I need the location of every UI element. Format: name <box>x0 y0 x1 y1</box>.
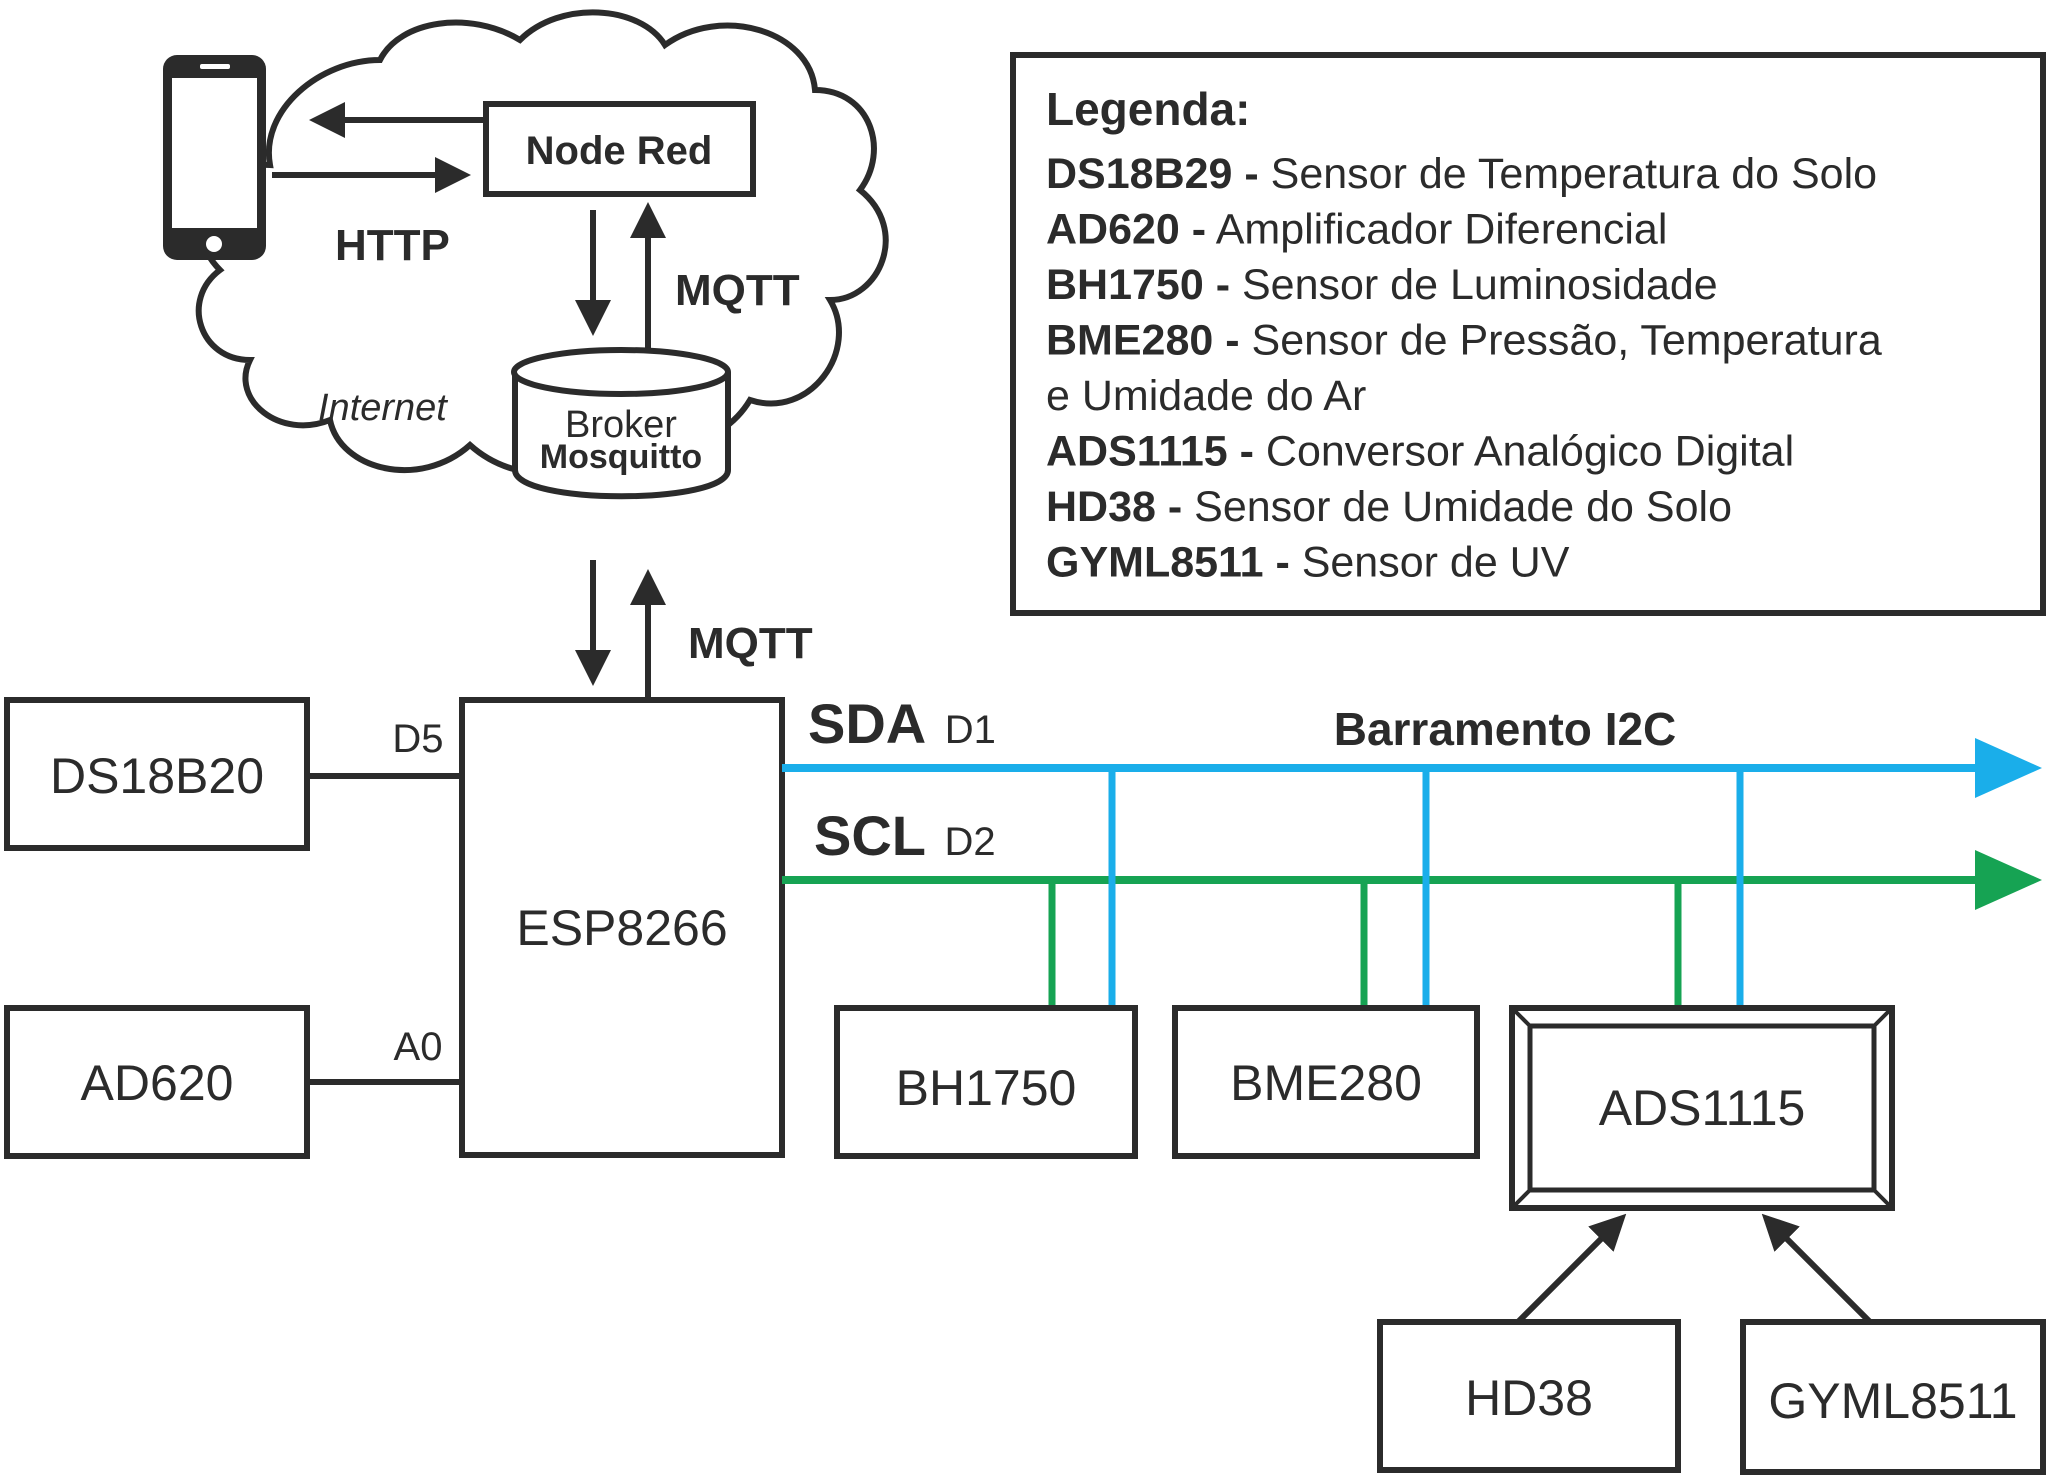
legend-item: AD620 - Amplificador Diferencial <box>1046 206 1667 254</box>
ds18b20-box <box>4 697 310 851</box>
node-red-box <box>483 101 756 197</box>
legend-item: ADS1115 - Conversor Analógico Digital <box>1046 428 1794 476</box>
legend-item-key: DS18B29 - <box>1046 150 1259 198</box>
scl-label: SCL D2 <box>814 804 996 867</box>
sda-pin: D1 <box>945 708 996 752</box>
database-icon <box>511 347 731 500</box>
legend-item: GYML8511 - Sensor de UV <box>1046 539 1570 587</box>
broker-label: Broker <box>565 404 677 446</box>
legend-item-desc: Sensor de UV <box>1290 539 1570 587</box>
smartphone-icon <box>163 55 266 260</box>
legend-item-desc: e Umidade do Ar <box>1046 372 1366 420</box>
legend-items: DS18B29 - Sensor de Temperatura do SoloA… <box>1046 150 1882 587</box>
legend-item-key: HD38 - <box>1046 483 1182 531</box>
legend-item-key: ADS1115 - <box>1046 428 1254 476</box>
pin-a0-label: A0 <box>394 1025 443 1069</box>
legend-item-key: BH1750 - <box>1046 261 1230 309</box>
bme280-label: BME280 <box>1230 1055 1422 1111</box>
gyml8511-label: GYML8511 <box>1768 1373 2017 1429</box>
bus-drops <box>1048 768 1744 1008</box>
pin-d5-label: D5 <box>392 717 443 761</box>
hd38-arrow <box>1515 1213 1627 1325</box>
ds18b20-label: DS18B20 <box>50 748 264 804</box>
legend-item-desc: Sensor de Pressão, Temperatura <box>1240 317 1882 365</box>
legend-title: Legenda: <box>1046 83 1250 135</box>
bus-title: Barramento I2C <box>1334 703 1677 755</box>
ads1115-label: ADS1115 <box>1599 1080 1806 1136</box>
internet-label: Internet <box>318 387 448 429</box>
sda-label: SDA D1 <box>808 692 996 755</box>
http-label: HTTP <box>335 221 450 270</box>
node-red-label: Node Red <box>526 129 713 173</box>
legend-item-desc: Sensor de Temperatura do Solo <box>1259 150 1877 198</box>
mqtt-bottom-label: MQTT <box>688 619 813 668</box>
bh1750-label: BH1750 <box>896 1060 1077 1116</box>
sda-name: SDA <box>808 692 926 755</box>
bme280-box <box>1172 1005 1480 1159</box>
scl-pin: D2 <box>944 820 995 864</box>
mosquitto-label: Mosquitto <box>540 438 702 476</box>
mqtt-top-label: MQTT <box>675 266 800 315</box>
legend-item-key: BME280 - <box>1046 317 1240 365</box>
hd38-box <box>1377 1319 1681 1473</box>
legend-item-desc: Conversor Analógico Digital <box>1254 428 1794 476</box>
scl-name: SCL <box>814 804 926 867</box>
legend-item-desc: Sensor de Luminosidade <box>1230 261 1718 309</box>
gyml8511-box <box>1740 1319 2046 1475</box>
esp8266-box <box>459 697 785 1158</box>
gyml8511-arrow <box>1761 1213 1873 1325</box>
bh1750-box <box>834 1005 1138 1159</box>
legend-item: e Umidade do Ar <box>1046 372 1366 420</box>
hd38-label: HD38 <box>1465 1370 1593 1426</box>
scl-line <box>782 850 2042 910</box>
legend-item: BH1750 - Sensor de Luminosidade <box>1046 261 1718 309</box>
sda-line <box>782 738 2042 798</box>
legend-item: HD38 - Sensor de Umidade do Solo <box>1046 483 1732 531</box>
legend-item-key: AD620 - <box>1046 206 1206 254</box>
legend-item-desc: Amplificador Diferencial <box>1206 206 1667 254</box>
legend-item-key: GYML8511 - <box>1046 539 1290 587</box>
legend-item: BME280 - Sensor de Pressão, Temperatura <box>1046 317 1882 365</box>
esp8266-label: ESP8266 <box>516 900 727 956</box>
legend-box <box>1010 52 2046 616</box>
legend-item-desc: Sensor de Umidade do Solo <box>1182 483 1732 531</box>
ads1115-box <box>1509 1005 1895 1211</box>
legend-item: DS18B29 - Sensor de Temperatura do Solo <box>1046 150 1877 198</box>
ad620-label: AD620 <box>81 1055 234 1111</box>
